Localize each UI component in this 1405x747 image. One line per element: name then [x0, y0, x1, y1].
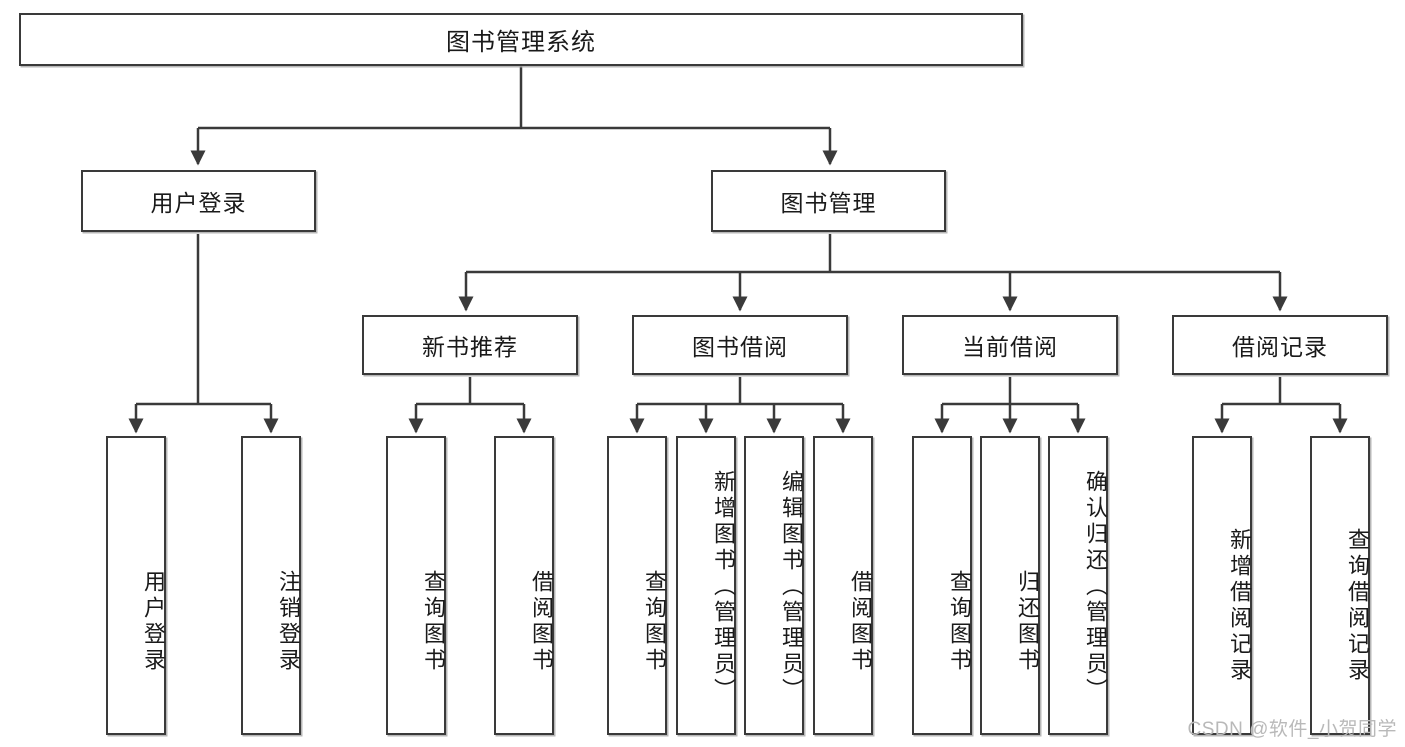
node-new-book-recommend-label: 新书推荐 [422, 334, 518, 360]
node-book-borrow-label: 图书借阅 [692, 334, 788, 360]
leaf-logout-login-label: 注销登录 [276, 569, 301, 674]
watermark-text: CSDN @软件_小贺同学 [1187, 719, 1397, 740]
leaf-query-book-current[interactable]: 查询图书 [912, 436, 972, 735]
leaf-query-book-current-label: 查询图书 [947, 569, 972, 674]
leaf-query-book-newbook[interactable]: 查询图书 [386, 436, 446, 735]
leaf-borrow-book-borrow[interactable]: 借阅图书 [813, 436, 873, 735]
node-root-book-management-system[interactable]: 图书管理系统 [19, 13, 1023, 66]
leaf-add-borrow-record[interactable]: 新增借阅记录 [1192, 436, 1252, 735]
node-current-borrow[interactable]: 当前借阅 [902, 315, 1118, 375]
leaf-return-book[interactable]: 归还图书 [980, 436, 1040, 735]
leaf-add-book-admin-label: 新增图书（管理员） [711, 469, 736, 704]
leaf-query-borrow-record-label: 查询借阅记录 [1345, 527, 1370, 684]
leaf-query-book-newbook-label: 查询图书 [421, 569, 446, 674]
leaf-query-book-borrow-label: 查询图书 [642, 569, 667, 674]
node-root-label: 图书管理系统 [446, 29, 596, 56]
leaf-confirm-return-admin-label: 确认归还（管理员） [1083, 469, 1108, 704]
leaf-borrow-book-newbook[interactable]: 借阅图书 [494, 436, 554, 735]
node-current-borrow-label: 当前借阅 [962, 334, 1058, 360]
leaf-confirm-return-admin[interactable]: 确认归还（管理员） [1048, 436, 1108, 735]
leaf-user-login-label: 用户登录 [141, 569, 166, 674]
leaf-return-book-label: 归还图书 [1015, 569, 1040, 674]
leaf-borrow-book-newbook-label: 借阅图书 [529, 569, 554, 674]
node-book-management-label: 图书管理 [780, 190, 877, 216]
leaf-logout-login[interactable]: 注销登录 [241, 436, 301, 735]
node-new-book-recommend[interactable]: 新书推荐 [362, 315, 578, 375]
leaf-edit-book-admin[interactable]: 编辑图书（管理员） [744, 436, 804, 735]
leaf-borrow-book-borrow-label: 借阅图书 [848, 569, 873, 674]
node-borrow-records[interactable]: 借阅记录 [1172, 315, 1388, 375]
node-borrow-records-label: 借阅记录 [1232, 334, 1328, 360]
leaf-edit-book-admin-label: 编辑图书（管理员） [779, 469, 804, 704]
leaf-query-borrow-record[interactable]: 查询借阅记录 [1310, 436, 1370, 735]
leaf-add-book-admin[interactable]: 新增图书（管理员） [676, 436, 736, 735]
leaf-query-book-borrow[interactable]: 查询图书 [607, 436, 667, 735]
leaf-user-login[interactable]: 用户登录 [106, 436, 166, 735]
leaf-add-borrow-record-label: 新增借阅记录 [1227, 527, 1252, 684]
node-book-management[interactable]: 图书管理 [711, 170, 946, 232]
node-book-borrow[interactable]: 图书借阅 [632, 315, 848, 375]
node-user-login-label: 用户登录 [150, 190, 247, 216]
node-user-login[interactable]: 用户登录 [81, 170, 316, 232]
